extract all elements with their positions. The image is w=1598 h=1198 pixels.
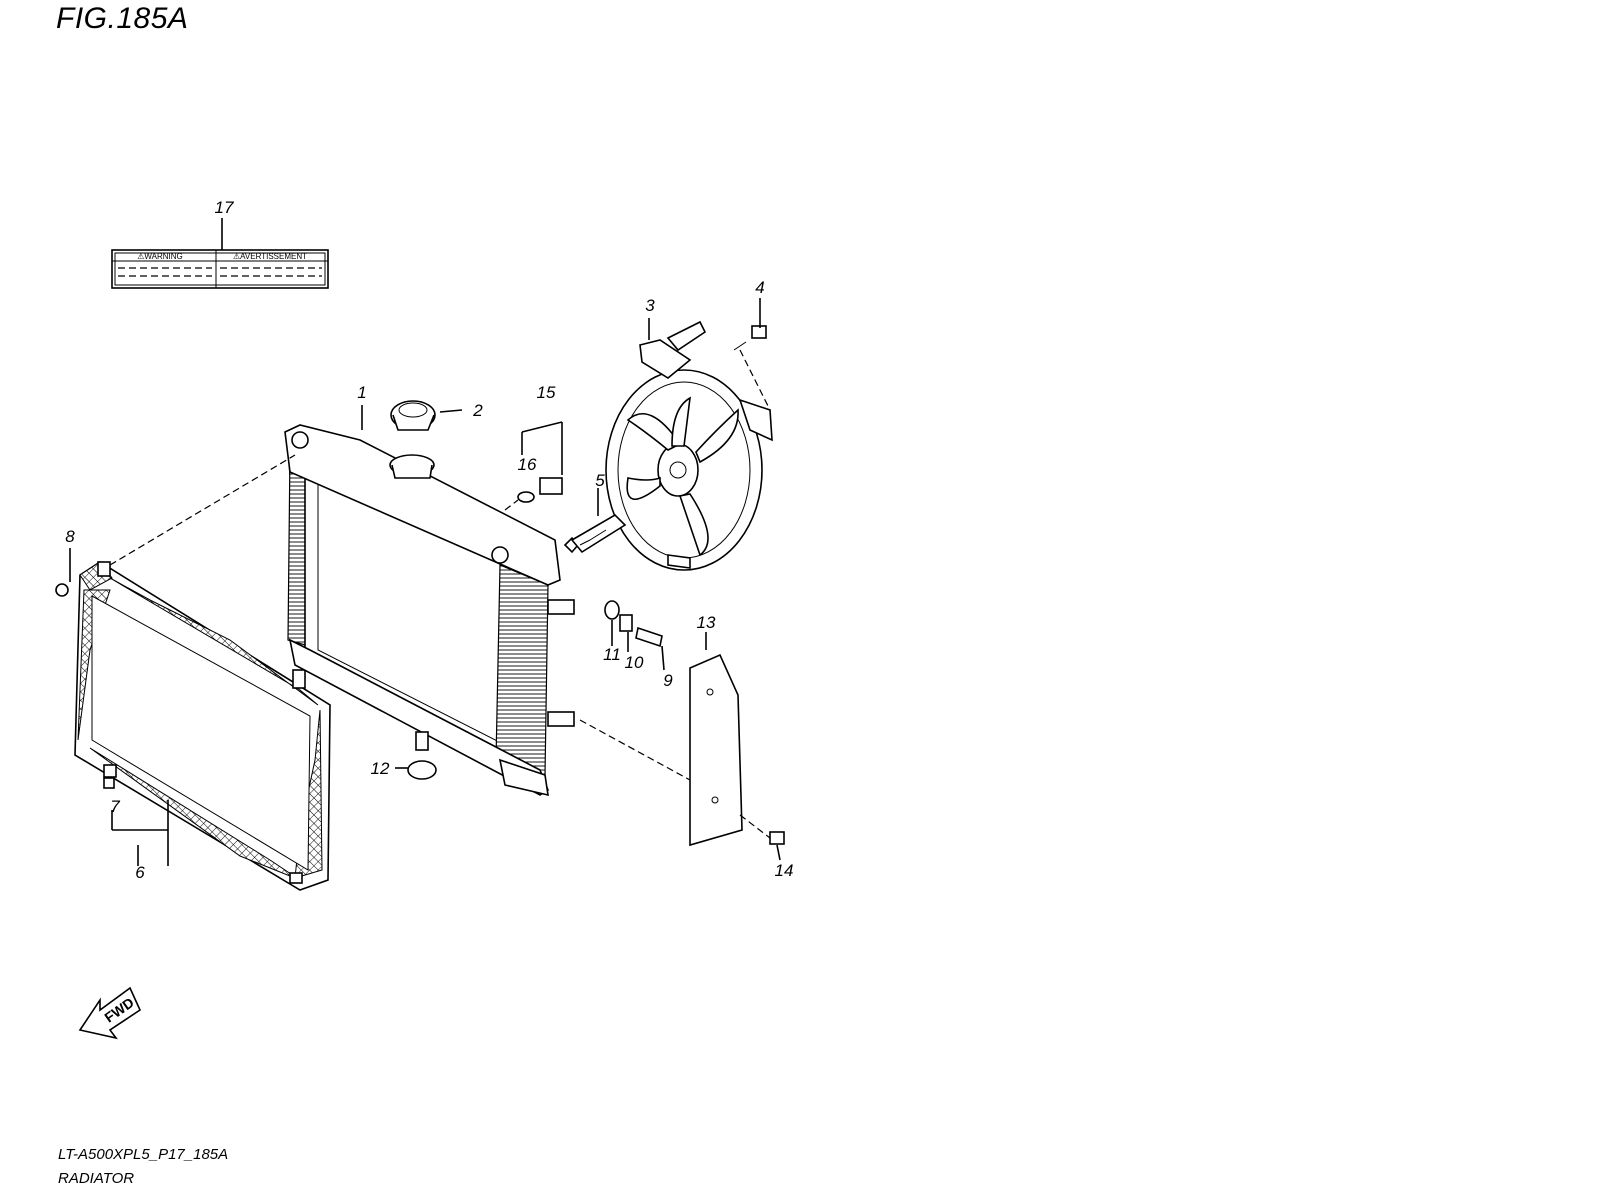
cooling-fan-assembly — [605, 320, 773, 571]
callout-2: 2 — [472, 401, 483, 420]
callout-15: 15 — [537, 383, 556, 402]
fan-screw — [733, 325, 767, 351]
callout-3: 3 — [645, 296, 655, 315]
avertissement-heading: ⚠AVERTISSEMENT — [233, 252, 307, 261]
callout-14: 14 — [775, 861, 794, 880]
callout-13: 13 — [697, 613, 716, 632]
callout-17: 17 — [215, 198, 234, 217]
grommet — [407, 760, 437, 780]
figure-title: FIG.185A — [56, 2, 189, 35]
callout-10: 10 — [625, 653, 644, 672]
fan-motor-hose — [570, 513, 627, 554]
radiator-cap — [390, 400, 436, 431]
callout-12: 12 — [371, 759, 390, 778]
temperature-switch — [517, 477, 563, 503]
cover-screw — [769, 831, 785, 845]
warning-heading: ⚠WARNING — [137, 252, 183, 261]
callout-16: 16 — [518, 455, 537, 474]
callout-4: 4 — [755, 278, 764, 297]
shroud-clip — [55, 583, 69, 597]
radiator-core — [284, 424, 580, 797]
callout-11: 11 — [603, 645, 621, 664]
callout-7: 7 — [110, 797, 120, 816]
callout-1: 1 — [357, 383, 366, 402]
radiator-shroud — [74, 561, 331, 891]
model-code: LT-A500XPL5_P17_185A — [58, 1146, 229, 1163]
forward-direction-arrow: FWD — [78, 986, 142, 1040]
callout-5: 5 — [595, 471, 605, 490]
warning-label: ⚠WARNING ⚠AVERTISSEMENT — [111, 249, 329, 289]
callout-9: 9 — [663, 671, 673, 690]
side-cover-plate — [689, 653, 743, 847]
shroud-clamp — [103, 777, 115, 789]
bushing-and-collar — [604, 600, 663, 648]
callout-6: 6 — [135, 863, 145, 882]
callout-8: 8 — [65, 527, 75, 546]
section-name: RADIATOR — [58, 1170, 135, 1187]
